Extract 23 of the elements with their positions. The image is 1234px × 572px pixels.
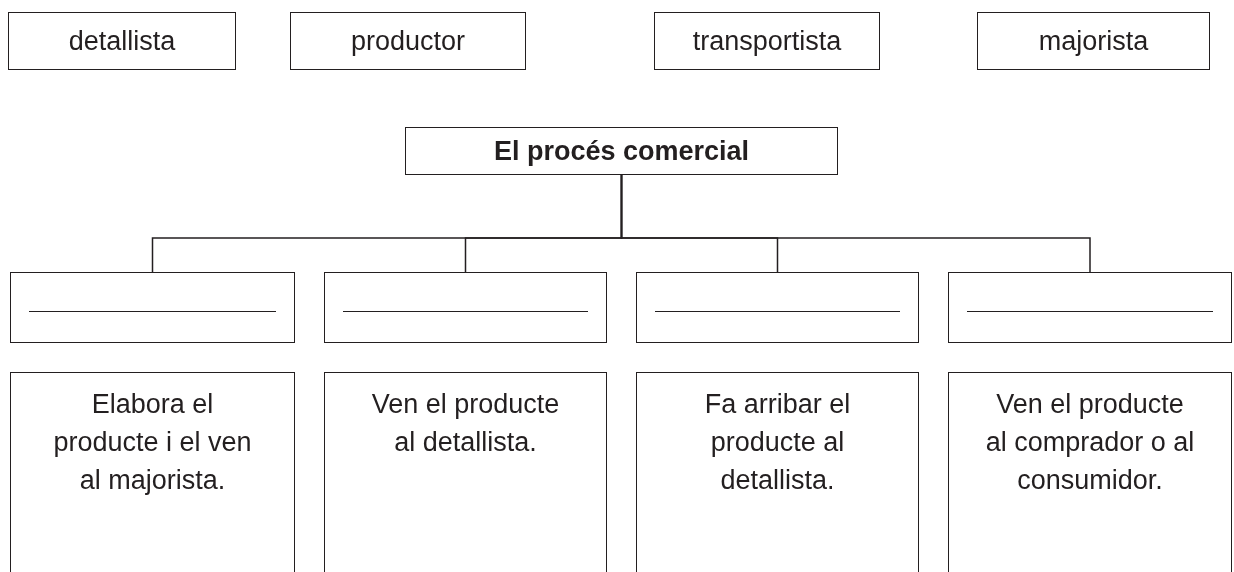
node-text: transportista	[692, 25, 842, 58]
word-box	[654, 12, 880, 70]
description-box	[324, 372, 607, 572]
answer-box	[10, 272, 295, 343]
answer-box	[636, 272, 919, 343]
connector-line	[620, 174, 1091, 273]
node-text: Fa arribar el producte al detallista.	[703, 388, 852, 497]
node-text: majorista	[1038, 25, 1149, 58]
description-box	[10, 372, 295, 572]
title-box	[405, 127, 838, 175]
node-text: El procés comercial	[493, 135, 750, 168]
node-text: Elabora el producte i el ven al majorista.	[52, 388, 253, 497]
word-box	[290, 12, 526, 70]
node-text: detallista	[68, 25, 176, 58]
node-text: Ven el producte al detallista.	[370, 388, 561, 459]
node-text: Ven el producte al comprador o al consumidor.	[984, 388, 1196, 497]
description-box	[948, 372, 1232, 572]
answer-box	[948, 272, 1232, 343]
node-text: productor	[350, 25, 466, 58]
description-box	[636, 372, 919, 572]
answer-box	[324, 272, 607, 343]
word-box	[8, 12, 236, 70]
word-box	[977, 12, 1210, 70]
